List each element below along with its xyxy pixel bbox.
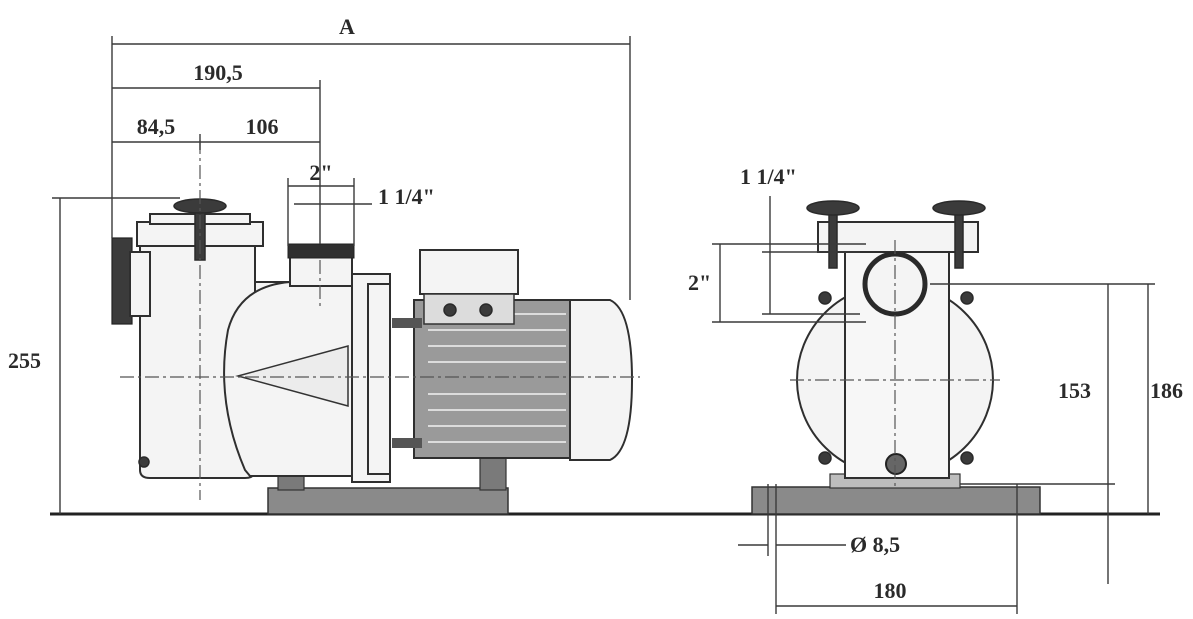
clamp-bottom: [392, 438, 422, 448]
dim-106: 106: [246, 114, 279, 139]
dim-2in-side: 2": [309, 160, 332, 185]
motor-foot: [479, 457, 507, 491]
motor-flange-inner: [367, 283, 391, 475]
dim-153: 153: [1058, 378, 1091, 403]
dim-186: 186: [1150, 378, 1183, 403]
terminal-box: [419, 249, 519, 295]
dim-1-1-4-front: 1 1/4": [740, 164, 797, 189]
impeller-cone: [235, 345, 349, 407]
dim-180: 180: [874, 578, 907, 603]
clamp-top: [392, 318, 422, 328]
front-lid-knob-right-stem: [954, 211, 964, 269]
side-base-plate: [267, 487, 509, 515]
front-base-plate: [751, 486, 1041, 515]
front-lid: [817, 221, 979, 253]
suction-pipe: [129, 251, 151, 317]
flange-bolts: [818, 291, 974, 465]
bolt-icon: [138, 456, 150, 468]
dim-190-5: 190,5: [193, 60, 243, 85]
dim-a: A: [339, 14, 355, 39]
front-lid-knob-left-stem: [828, 211, 838, 269]
dim-hole-diameter: Ø 8,5: [850, 532, 900, 557]
terminal-box-base: [423, 293, 515, 325]
dim-1-1-4-side: 1 1/4": [378, 184, 435, 209]
fan-cover: [569, 299, 634, 461]
drain-plug-icon: [885, 453, 907, 475]
dim-255: 255: [8, 348, 41, 373]
knob-right-icon: [932, 200, 986, 216]
dim-2in-front: 2": [688, 270, 711, 295]
terminal-screw-icon: [443, 303, 457, 317]
discharge-outlet: [289, 255, 353, 287]
knob-left-icon: [806, 200, 860, 216]
motor-body: [413, 299, 571, 459]
discharge-collar: [287, 243, 355, 259]
front-view: 1 1/4" 2" 153 186 Ø 8,5 180: [688, 164, 1183, 614]
side-view: A 190,5 84,5 106 2" 1 1/4" 255: [8, 14, 640, 515]
dim-84-5: 84,5: [137, 114, 176, 139]
terminal-screw-icon: [479, 303, 493, 317]
